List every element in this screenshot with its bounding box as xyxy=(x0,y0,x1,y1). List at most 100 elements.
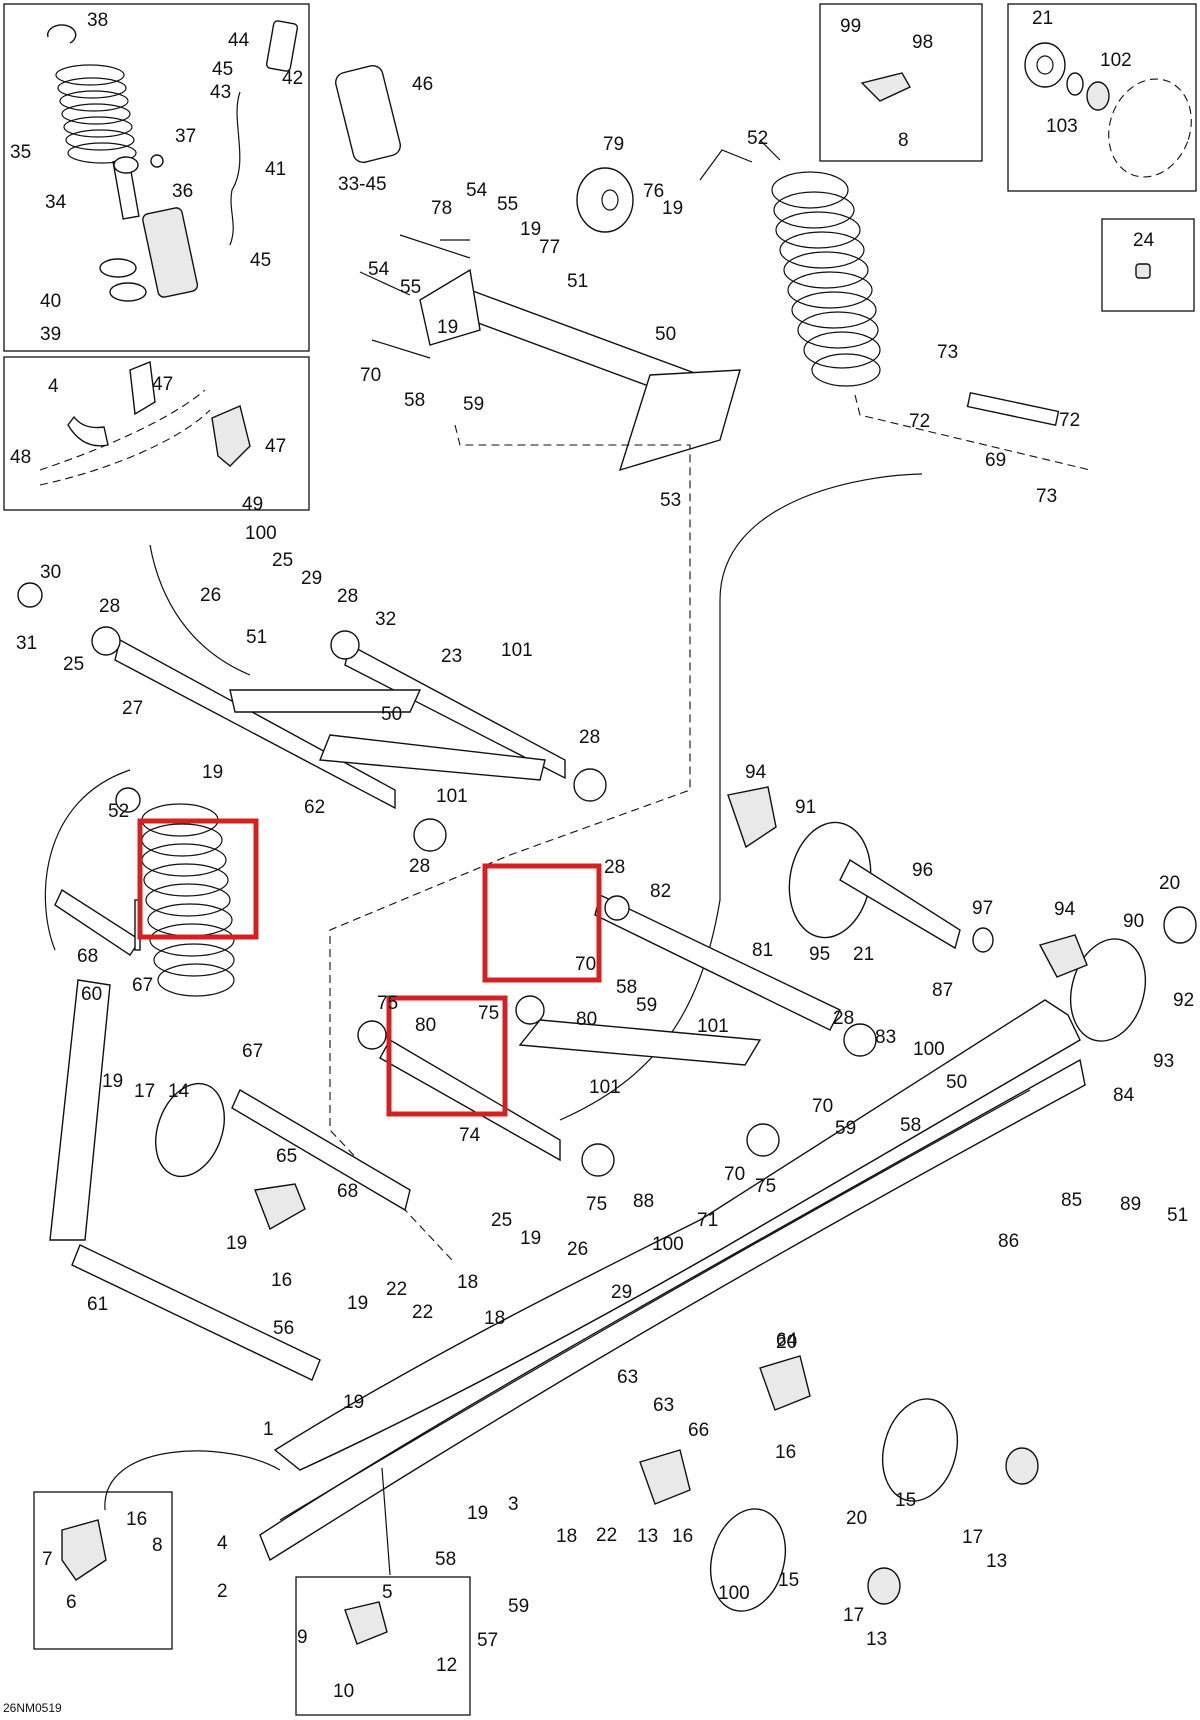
part-label: 45 xyxy=(250,250,271,271)
part-label: 4 xyxy=(48,376,59,397)
part-label: 36 xyxy=(172,181,193,202)
part-label: 91 xyxy=(795,797,816,818)
part-label: 95 xyxy=(809,944,830,965)
idler-wheel-axle xyxy=(727,786,1197,1042)
part-label: 75 xyxy=(586,1194,607,1215)
part-label: 101 xyxy=(501,640,533,661)
part-label: 63 xyxy=(617,1367,638,1388)
part-label: 77 xyxy=(539,237,560,258)
part-label: 98 xyxy=(912,32,933,53)
part-label: 101 xyxy=(697,1016,729,1037)
part-label: 90 xyxy=(1123,911,1144,932)
part-label: 35 xyxy=(10,142,31,163)
part-label: 72 xyxy=(1059,410,1080,431)
part-label: 9 xyxy=(297,1627,308,1648)
part-label: 75 xyxy=(377,993,398,1014)
part-label: 55 xyxy=(400,277,421,298)
part-label: 22 xyxy=(386,1279,407,1300)
part-label: 75 xyxy=(755,1176,776,1197)
part-number-labels: 38 35 37 34 36 40 39 44 45 42 43 41 45 4… xyxy=(10,8,1194,1702)
part-label: 2 xyxy=(217,1581,228,1602)
highlight-box-spring[interactable] xyxy=(137,818,259,940)
part-label: 61 xyxy=(87,1294,108,1315)
part-label: 10 xyxy=(333,1681,354,1702)
part-label: 70 xyxy=(360,365,381,386)
part-label: 52 xyxy=(747,128,768,149)
part-label: 16 xyxy=(775,1442,796,1463)
part-label: 19 xyxy=(102,1071,123,1092)
part-label: 29 xyxy=(611,1282,632,1303)
part-label: 50 xyxy=(946,1072,967,1093)
part-label: 28 xyxy=(99,596,120,617)
part-label: 8 xyxy=(152,1535,163,1556)
part-label: 22 xyxy=(596,1525,617,1546)
part-label: 18 xyxy=(457,1272,478,1293)
part-label: 59 xyxy=(636,995,657,1016)
part-label: 12 xyxy=(436,1655,457,1676)
part-label: 20 xyxy=(776,1332,797,1353)
part-label: 57 xyxy=(477,1630,498,1651)
guide-curve xyxy=(104,1450,281,1511)
part-label: 32 xyxy=(375,609,396,630)
part-label: 63 xyxy=(653,1395,674,1416)
part-label: 14 xyxy=(168,1081,190,1102)
part-label: 73 xyxy=(1036,486,1057,507)
part-label: 46 xyxy=(412,74,433,95)
part-label: 21 xyxy=(1032,8,1053,29)
part-label: 55 xyxy=(497,194,518,215)
part-label: 69 xyxy=(985,450,1006,471)
guide-line xyxy=(381,1467,391,1576)
guide-line xyxy=(329,424,691,1261)
part-label: 54 xyxy=(368,259,390,280)
part-label: 48 xyxy=(10,447,31,468)
rear-a-arm xyxy=(357,893,877,1177)
part-label: 80 xyxy=(576,1009,597,1030)
part-label: 17 xyxy=(962,1527,983,1548)
part-label: 58 xyxy=(435,1549,456,1570)
part-label: 4 xyxy=(217,1533,228,1554)
part-label: 80 xyxy=(415,1015,436,1036)
part-label: 19 xyxy=(226,1233,247,1254)
part-label: 54 xyxy=(466,180,488,201)
guide-line xyxy=(854,394,1091,471)
part-label: 25 xyxy=(272,550,293,571)
part-label: 28 xyxy=(604,857,625,878)
guide-curve xyxy=(149,544,251,676)
part-label: 76 xyxy=(643,181,664,202)
shock-spring-part xyxy=(47,20,401,302)
middle-a-arm xyxy=(17,582,607,852)
part-label: 66 xyxy=(688,1420,709,1441)
part-label: 19 xyxy=(662,198,683,219)
slider-guide-part xyxy=(860,72,911,102)
part-label: 20 xyxy=(1159,873,1180,894)
part-label: 24 xyxy=(1133,230,1155,251)
inset-bracket xyxy=(295,1576,471,1716)
part-label: 93 xyxy=(1153,1051,1174,1072)
part-label: 75 xyxy=(478,1003,499,1024)
part-label: 42 xyxy=(282,68,303,89)
part-label: 83 xyxy=(875,1027,896,1048)
bracket-16 xyxy=(254,1183,306,1231)
part-label: 15 xyxy=(895,1490,916,1511)
part-label: 103 xyxy=(1046,116,1078,137)
inset-shock-absorber xyxy=(3,3,310,352)
part-label: 51 xyxy=(567,271,588,292)
part-label: 19 xyxy=(343,1392,364,1413)
highlight-box-bushing[interactable] xyxy=(482,863,602,983)
part-label: 18 xyxy=(484,1308,505,1329)
part-label: 60 xyxy=(81,984,102,1005)
plug-part xyxy=(1135,263,1151,279)
part-label: 89 xyxy=(1120,1194,1141,1215)
part-label: 40 xyxy=(40,291,61,312)
part-label: 88 xyxy=(633,1191,654,1212)
part-label: 67 xyxy=(132,975,153,996)
part-label: 58 xyxy=(900,1115,921,1136)
part-label: 74 xyxy=(459,1125,481,1146)
part-label: 13 xyxy=(866,1629,887,1650)
part-label: 17 xyxy=(134,1081,155,1102)
part-label: 21 xyxy=(853,944,874,965)
highlight-box-shaft[interactable] xyxy=(386,995,508,1117)
part-label: 37 xyxy=(175,126,196,147)
clip-detail-part xyxy=(39,361,251,486)
